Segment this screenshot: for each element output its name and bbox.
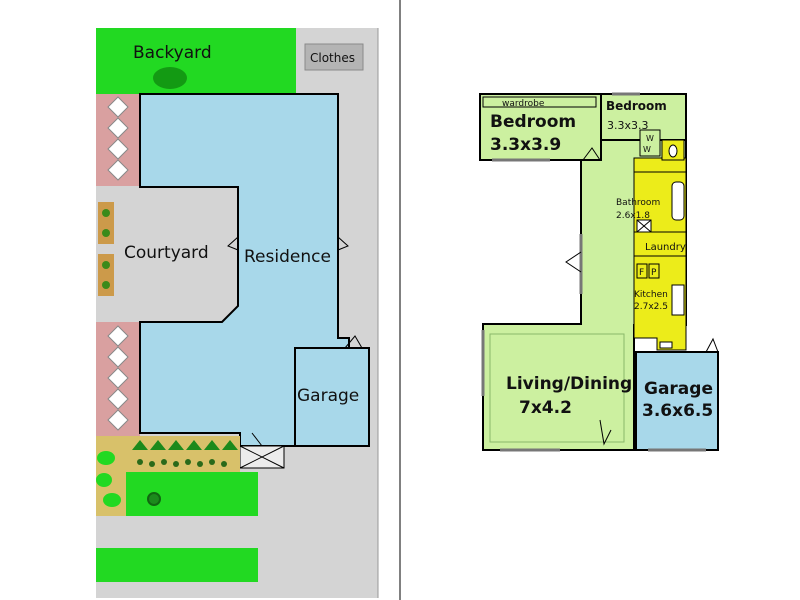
bedroom-2-size: 3.3x3.3	[607, 119, 649, 132]
sink-icon	[671, 284, 685, 316]
clothes-area	[304, 43, 364, 71]
bedroom-1-size: 3.3x3.9	[490, 135, 561, 155]
kitchen-label: Kitchen	[634, 290, 668, 300]
toilet-icon	[668, 144, 678, 158]
backyard-lawn	[96, 28, 296, 94]
bathroom-label: Bathroom	[616, 198, 660, 208]
ww-bottom-label: W	[643, 145, 651, 154]
residence-label: Residence	[244, 247, 331, 267]
wardrobe	[482, 96, 597, 108]
ww-top-label: W	[646, 134, 654, 143]
cooktop-icon	[659, 341, 673, 349]
front-tree	[147, 492, 161, 506]
garage-label: Garage	[297, 386, 359, 406]
living-dining-label: Living/Dining	[506, 374, 632, 394]
walk-in-wardrobe	[639, 129, 661, 157]
garage-room	[635, 351, 719, 451]
bath-icon	[671, 181, 685, 221]
bathroom-size: 2.6x1.8	[616, 211, 650, 221]
bedroom-2-label: Bedroom	[606, 99, 667, 113]
floor-plan: wardrobe Bedroom 3.3x3.9 Bedroom 3.3x3.3…	[479, 92, 719, 452]
nature-strip	[96, 548, 258, 582]
courtyard-label: Courtyard	[124, 243, 209, 263]
kitchen-size: 2.7x2.5	[634, 302, 668, 312]
backyard-tree	[153, 67, 187, 89]
site-plan: Backyard Clothes Residence	[96, 28, 379, 598]
garage-room-label: Garage	[644, 379, 713, 399]
pantry-label: P	[651, 268, 657, 278]
wardrobe-label: wardrobe	[502, 99, 545, 109]
garage-room-size: 3.6x6.5	[642, 401, 713, 421]
fridge-label: F	[639, 268, 644, 278]
laundry-label: Laundry	[645, 242, 686, 253]
living-dining-inner	[489, 333, 625, 443]
backyard-label: Backyard	[133, 43, 212, 63]
clothes-label: Clothes	[310, 51, 355, 65]
living-dining-size: 7x4.2	[519, 398, 572, 418]
planter-2	[98, 254, 114, 296]
bedroom-1-label: Bedroom	[490, 112, 576, 132]
garage-building	[294, 347, 370, 447]
planter-1	[98, 202, 114, 244]
